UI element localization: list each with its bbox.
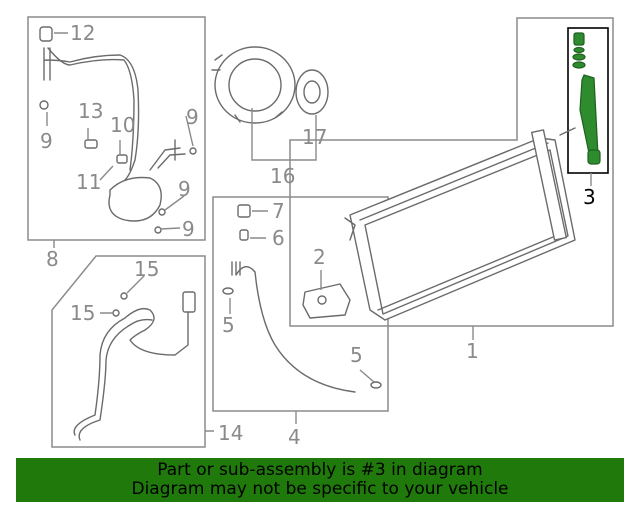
callout-13: 13 xyxy=(78,99,103,123)
callout-3-highlighted: 3 xyxy=(583,185,596,209)
compressor-16 xyxy=(211,46,329,124)
callout-2: 2 xyxy=(313,245,326,269)
callout-9-a: 9 xyxy=(40,129,53,153)
callout-1: 1 xyxy=(466,339,479,363)
part-3-drier-element xyxy=(572,32,601,165)
callout-14: 14 xyxy=(218,421,243,445)
callout-7: 7 xyxy=(272,199,285,223)
diagram-notice-banner: Part or sub-assembly is #3 in diagram Di… xyxy=(16,458,624,502)
callout-8: 8 xyxy=(46,247,59,271)
line-assembly-4 xyxy=(222,204,382,393)
bracket-2 xyxy=(302,283,351,319)
callout-5-a: 5 xyxy=(222,313,235,337)
callout-9-c: 9 xyxy=(178,177,191,201)
callout-5-b: 5 xyxy=(350,343,363,367)
banner-line-2: Diagram may not be specific to your vehi… xyxy=(131,479,509,499)
callout-15-a: 15 xyxy=(134,257,159,281)
condenser-1 xyxy=(344,127,576,321)
callout-6: 6 xyxy=(272,226,285,250)
leader-lines xyxy=(46,32,592,432)
group-box-14 xyxy=(51,255,206,448)
callout-9-b: 9 xyxy=(186,105,199,129)
group-box-8 xyxy=(27,16,206,241)
callout-15-b: 15 xyxy=(70,301,95,325)
hose-assembly-8 xyxy=(39,26,197,234)
group-box-1 xyxy=(289,17,614,327)
highlight-box-3 xyxy=(567,27,609,174)
callout-16: 16 xyxy=(270,164,295,188)
callout-9-d: 9 xyxy=(182,217,195,241)
callout-17: 17 xyxy=(302,125,327,149)
callout-4: 4 xyxy=(288,425,301,449)
line-assembly-14 xyxy=(73,291,196,441)
callout-12: 12 xyxy=(70,21,95,45)
group-box-4 xyxy=(212,196,389,412)
banner-line-1: Part or sub-assembly is #3 in diagram xyxy=(157,460,483,480)
callout-10: 10 xyxy=(110,113,135,137)
parts-diagram: 12 9 13 10 11 9 9 9 8 16 17 7 6 5 5 4 2 … xyxy=(27,16,614,449)
callout-11: 11 xyxy=(76,170,101,194)
